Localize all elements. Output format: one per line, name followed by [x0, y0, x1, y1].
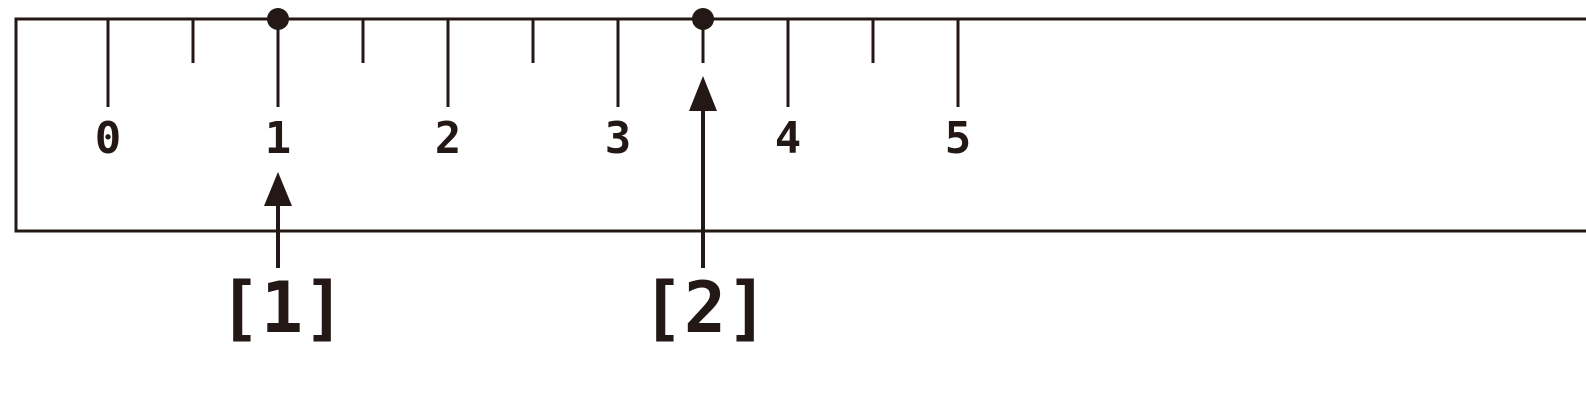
marker-dot — [692, 8, 714, 30]
ruler-ticks — [106, 19, 960, 107]
tick-label: 0 — [95, 113, 122, 164]
tick-label: 2 — [435, 113, 462, 164]
ruler: 0 1 2 3 4 5 — [14, 17, 1586, 233]
tick-label: 1 — [265, 113, 292, 164]
marker-dot — [267, 8, 289, 30]
tick-label: 3 — [605, 113, 632, 164]
callout-label-2: [2] — [642, 267, 768, 349]
callout-label-1: [1] — [219, 267, 345, 349]
marker-2: [2] — [642, 8, 768, 349]
pointer-arrow-head — [264, 172, 292, 206]
tick-label: 4 — [775, 113, 802, 164]
ruler-tick-labels: 0 1 2 3 4 5 — [95, 113, 972, 164]
tick-label: 5 — [945, 113, 972, 164]
ruler-frame — [14, 17, 1586, 233]
pointer-arrow-head — [689, 76, 717, 111]
marker-1: [1] — [219, 8, 345, 349]
